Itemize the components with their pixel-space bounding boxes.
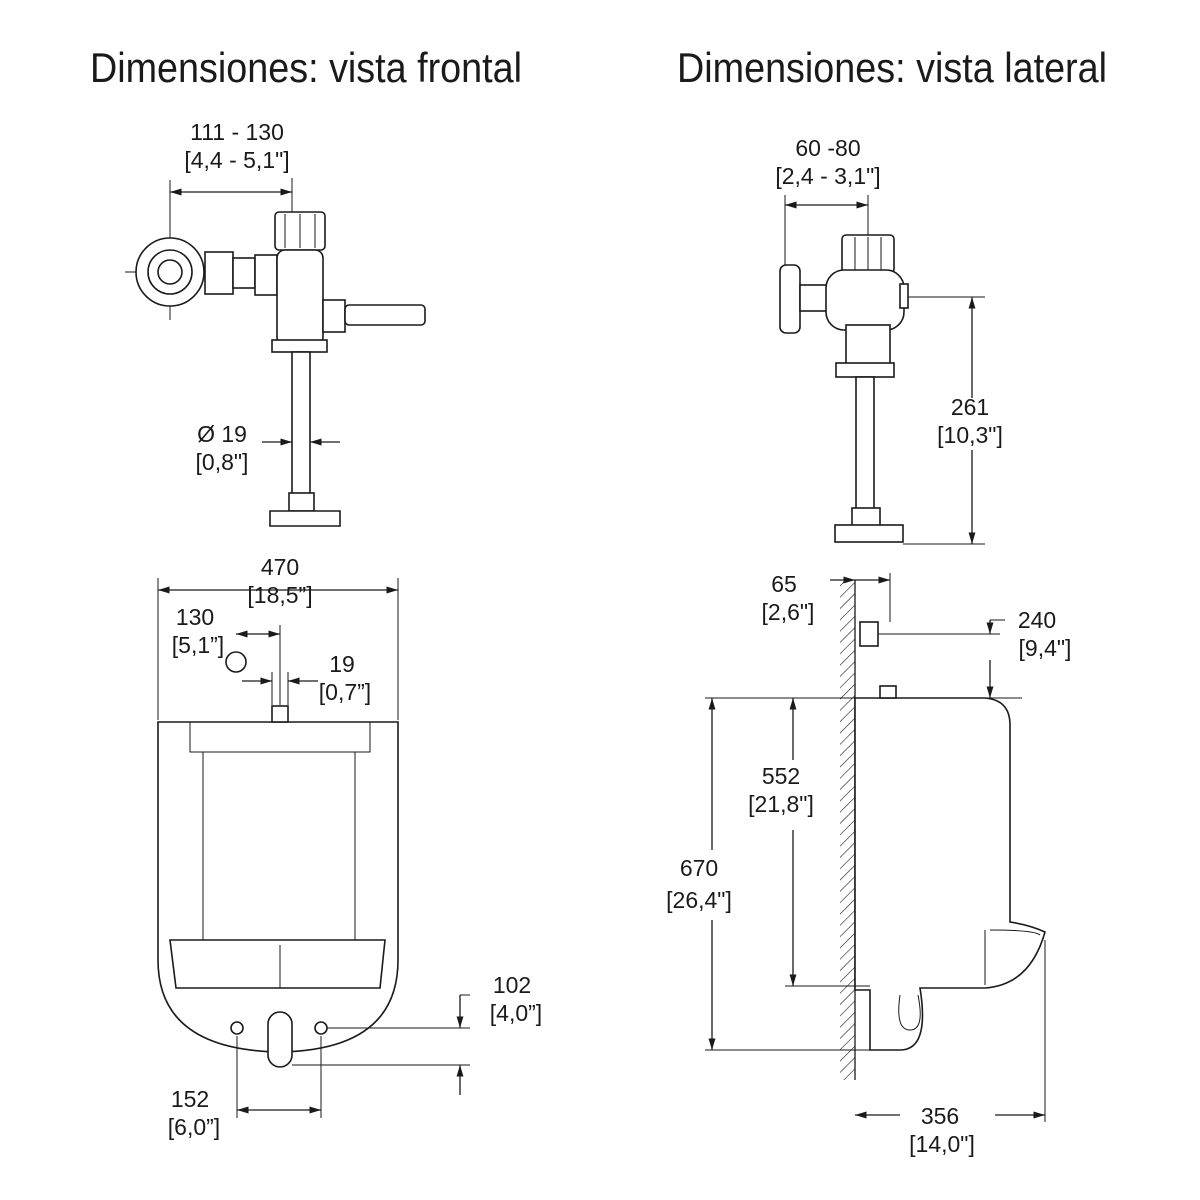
side-valve-height-mm: 261 bbox=[951, 394, 989, 420]
outlet-height-in: [4,0”] bbox=[490, 1000, 542, 1026]
title-front-view: Dimensiones: vista frontal bbox=[90, 44, 522, 91]
rim-height-mm: 552 bbox=[762, 763, 800, 789]
side-height-dimensions: 552 [21,8"] 670 [26,4"] bbox=[666, 697, 1022, 1051]
total-height-mm: 670 bbox=[680, 855, 718, 881]
side-valve-depth-dimension: 60 -80 [2,4 - 3,1"] bbox=[775, 135, 881, 265]
pipe-diameter-in: [0,8"] bbox=[196, 449, 249, 475]
urinal-width-dimension: 470 [18,5”] bbox=[157, 554, 399, 720]
pipe-diameter-mm: Ø 19 bbox=[197, 421, 247, 447]
front-urinal bbox=[157, 705, 399, 1068]
spud-in: [0,7”] bbox=[319, 679, 371, 705]
rim-height-in: [21,8"] bbox=[748, 791, 814, 817]
side-wall-offset-dimension: 65 [2,6"] bbox=[762, 571, 891, 625]
wall-offset-mm: 65 bbox=[771, 571, 797, 597]
outlet-height-dimension: 102 [4,0”] bbox=[292, 972, 542, 1095]
side-valve-depth-in: [2,4 - 3,1"] bbox=[775, 163, 880, 189]
wall-offset-in: [2,6"] bbox=[762, 599, 815, 625]
spud-dimension: 19 [0,7”] bbox=[242, 651, 371, 705]
front-valve-width-dimension: 111 - 130 [4,4 - 5,1"] bbox=[170, 119, 293, 212]
wall bbox=[840, 580, 856, 1080]
side-valve-height-dimension: 261 [10,3"] bbox=[937, 297, 1003, 544]
front-flush-valve bbox=[125, 180, 426, 527]
outlet-height-mm: 102 bbox=[493, 972, 531, 998]
side-valve-height-in: [10,3"] bbox=[937, 422, 1003, 448]
side-valve-depth-mm: 60 -80 bbox=[795, 135, 860, 161]
total-height-in: [26,4"] bbox=[666, 887, 732, 913]
inlet-height-in: [9,4"] bbox=[1019, 635, 1072, 661]
side-urinal bbox=[854, 621, 1046, 1051]
hole-spacing-mm: 152 bbox=[171, 1086, 209, 1112]
side-flush-valve bbox=[779, 234, 985, 545]
inlet-offset-dimension: 130 [5,1”] bbox=[172, 604, 281, 705]
side-depth-dimension: 356 [14,0"] bbox=[855, 940, 1046, 1157]
hole-spacing-in: [6,0”] bbox=[168, 1114, 220, 1140]
side-inlet-height-dimension: 240 [9,4"] bbox=[878, 607, 1071, 698]
spud-mm: 19 bbox=[329, 651, 355, 677]
depth-mm: 356 bbox=[921, 1103, 959, 1129]
inlet-offset-mm: 130 bbox=[176, 604, 214, 630]
depth-in: [14,0"] bbox=[909, 1131, 975, 1157]
title-side-view: Dimensiones: vista lateral bbox=[677, 44, 1107, 91]
inlet-height-mm: 240 bbox=[1018, 607, 1056, 633]
pipe-diameter-dimension: Ø 19 [0,8"] bbox=[196, 421, 340, 475]
front-valve-width-mm: 111 - 130 bbox=[190, 119, 284, 145]
hole-spacing-dimension: 152 [6,0”] bbox=[168, 1036, 322, 1140]
urinal-width-in: [18,5”] bbox=[247, 582, 312, 608]
urinal-width-mm: 470 bbox=[261, 554, 299, 580]
front-valve-width-in: [4,4 - 5,1"] bbox=[184, 147, 289, 173]
inlet-offset-in: [5,1”] bbox=[172, 632, 224, 658]
